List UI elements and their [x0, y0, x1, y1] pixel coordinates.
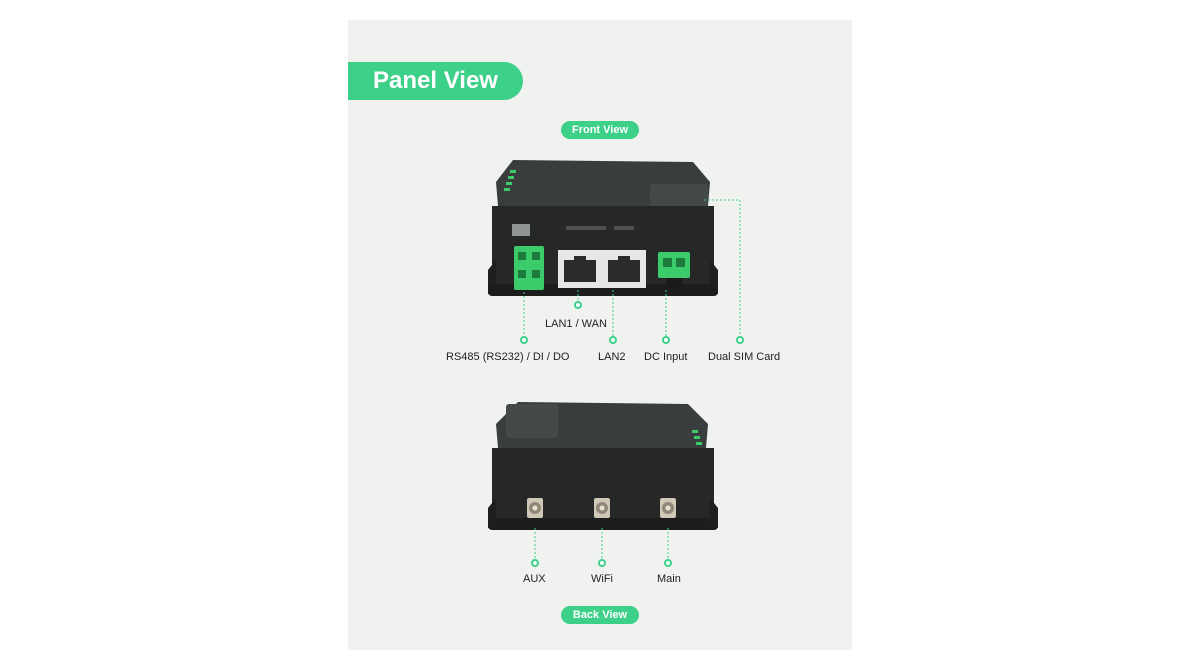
- dot-dc: [662, 336, 670, 344]
- lan1-port: [558, 250, 602, 288]
- dot-sim: [736, 336, 744, 344]
- label-lan1-wan: LAN1 / WAN: [545, 318, 607, 330]
- dot-lan2: [609, 336, 617, 344]
- front-view-badge: Front View: [561, 121, 639, 139]
- dot-main: [664, 559, 672, 567]
- dc-input-connector: [658, 252, 690, 290]
- rs485-terminal-block: [514, 246, 544, 290]
- back-view-badge: Back View: [561, 606, 639, 624]
- router-front-image: [488, 160, 718, 296]
- router-diagram: [488, 160, 744, 567]
- main-antenna-connector: [660, 498, 676, 518]
- dot-wifi: [598, 559, 606, 567]
- front-callout-lines: [523, 199, 741, 340]
- label-lan2: LAN2: [598, 351, 626, 363]
- lan2-port: [602, 250, 646, 288]
- wifi-antenna-connector: [594, 498, 610, 518]
- back-callout-lines: [534, 528, 669, 562]
- label-dc-input: DC Input: [644, 351, 688, 363]
- dot-rs485: [520, 336, 528, 344]
- panel-view-card: Panel View Front View Back View: [348, 20, 852, 650]
- label-rs485: RS485 (RS232) / DI / DO: [446, 351, 570, 363]
- dot-lan1: [574, 301, 582, 309]
- label-wifi: WiFi: [591, 573, 613, 585]
- front-callout-dots: [520, 301, 744, 344]
- label-main: Main: [657, 573, 681, 585]
- led-indicators: [504, 170, 516, 191]
- label-aux: AUX: [523, 573, 546, 585]
- router-back-image: [488, 402, 718, 530]
- label-dual-sim: Dual SIM Card: [708, 351, 781, 363]
- dot-aux: [531, 559, 539, 567]
- panel-view-title: Panel View: [348, 62, 523, 100]
- aux-antenna-connector: [527, 498, 543, 518]
- back-callout-dots: [531, 559, 672, 567]
